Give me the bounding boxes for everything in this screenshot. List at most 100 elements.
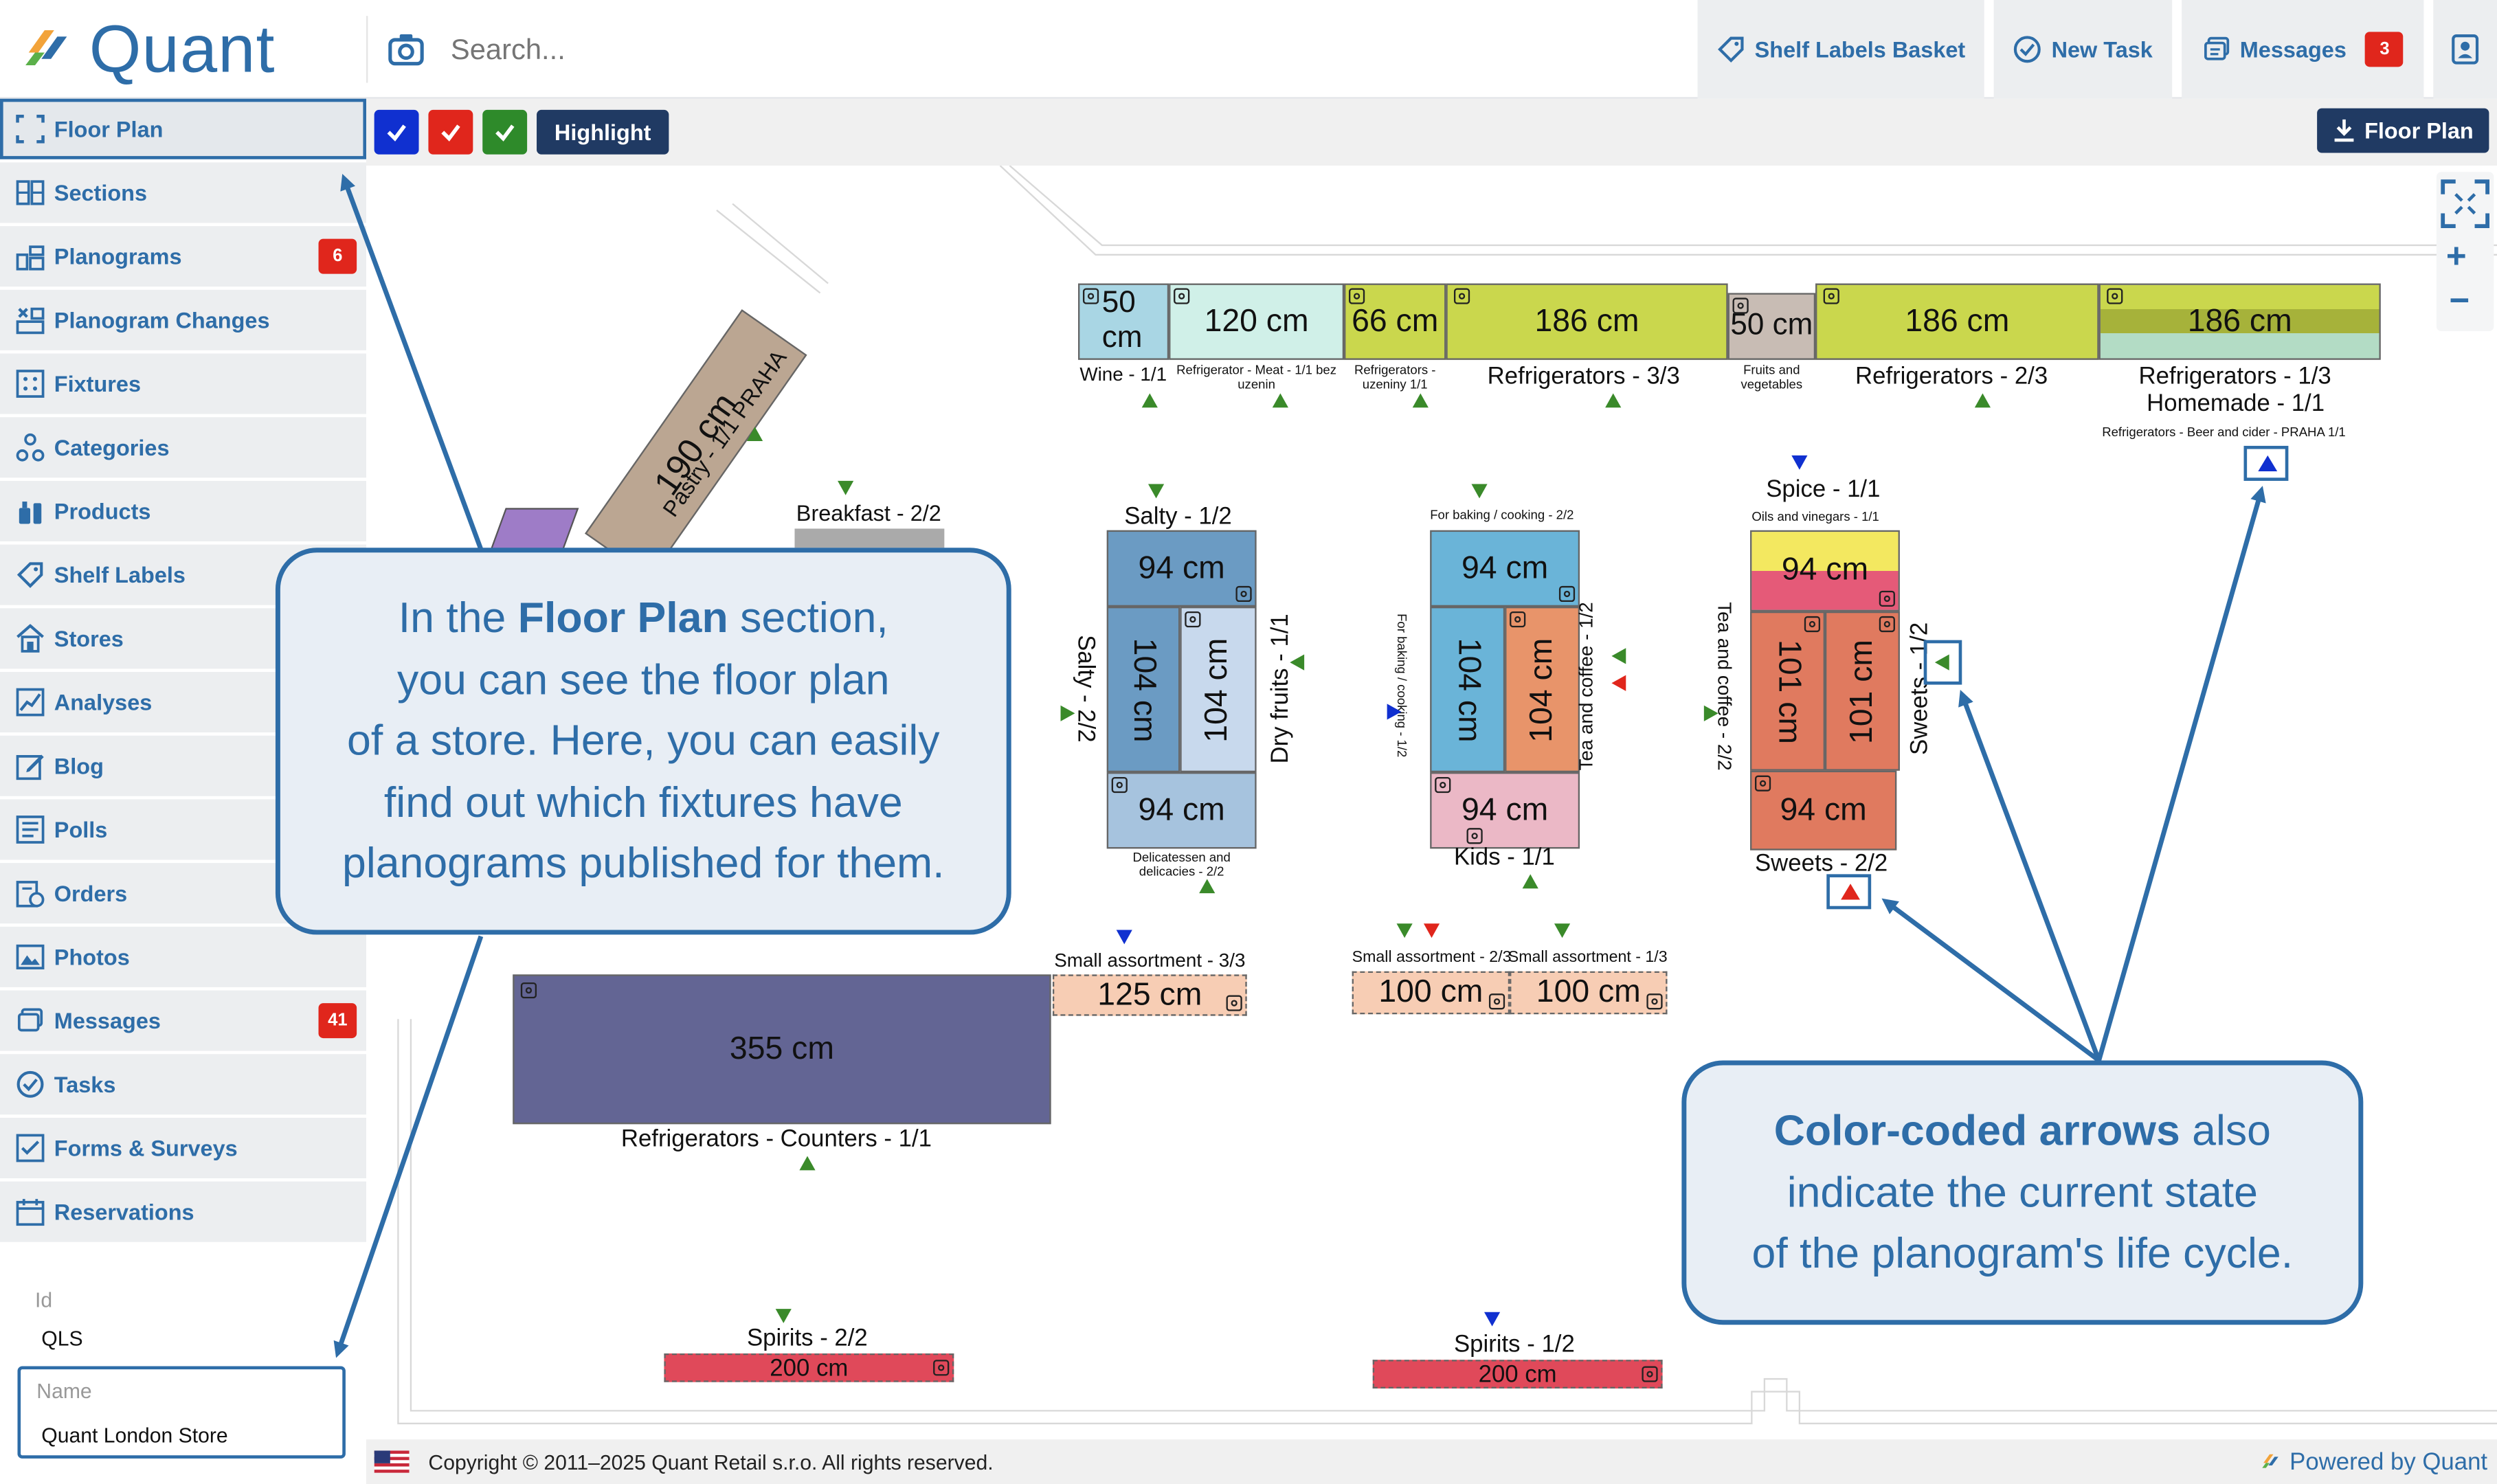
messages-button[interactable]: Messages 3 <box>2182 0 2424 99</box>
blue-status-checkbox[interactable] <box>374 109 419 155</box>
fixture-ref13[interactable]: 186 cm <box>2098 283 2381 360</box>
store-name-field[interactable]: Name Quant London Store <box>17 1366 346 1459</box>
orders-icon <box>16 879 45 908</box>
fixture-wine[interactable]: 50 cm <box>1078 283 1169 360</box>
quant-logo-icon <box>2261 1454 2278 1468</box>
sidebar-item-tasks[interactable]: Tasks <box>0 1054 367 1115</box>
shelf-labels-basket-button[interactable]: Shelf Labels Basket <box>1697 0 1984 99</box>
fixture-uzeniny[interactable]: 66 cm <box>1344 283 1446 360</box>
status-arrow-green[interactable] <box>1522 874 1538 889</box>
fixture-tea12[interactable]: 104 cm <box>1505 607 1580 773</box>
sidebar-item-sections[interactable]: Sections <box>0 162 367 223</box>
highlighted-arrow-box[interactable] <box>2243 445 2289 481</box>
fixture-ref33[interactable]: 186 cm <box>1446 283 1728 360</box>
status-arrow-green[interactable] <box>1611 648 1626 664</box>
zoom-in-button[interactable]: + <box>2445 236 2467 276</box>
fixture-kids[interactable]: 94 cm <box>1430 772 1580 849</box>
footer: Copyright © 2011–2025 Quant Retail s.r.o… <box>366 1439 2497 1484</box>
download-floor-plan-button[interactable]: Floor Plan <box>2317 108 2489 153</box>
highlighted-arrow-box[interactable] <box>1923 640 1962 685</box>
status-arrow-green[interactable] <box>1272 393 1288 408</box>
sidebar-item-photos[interactable]: Photos <box>0 926 367 987</box>
status-arrow-blue[interactable] <box>1484 1312 1501 1327</box>
status-arrow-green[interactable] <box>746 427 763 441</box>
fixture-baking12[interactable]: 104 cm <box>1430 607 1505 773</box>
green-status-checkbox[interactable] <box>482 109 528 155</box>
fixture-breakfast[interactable] <box>794 528 945 548</box>
red-status-checkbox[interactable] <box>428 109 473 155</box>
camera-scan-icon[interactable] <box>387 32 425 67</box>
fixture-dryfruits[interactable]: 104 cm <box>1180 607 1257 773</box>
status-arrow-green[interactable] <box>1147 484 1165 499</box>
status-arrow-green[interactable] <box>1605 393 1622 408</box>
status-arrow-green[interactable] <box>1974 393 1991 408</box>
fixture-small13-label: Small assortment - 1/3 <box>1508 949 1668 967</box>
us-flag-icon[interactable] <box>374 1450 410 1473</box>
status-arrow-green[interactable] <box>1412 393 1429 408</box>
status-arrow-green[interactable] <box>1290 654 1305 671</box>
status-arrow-green[interactable] <box>838 480 854 495</box>
status-arrow-green[interactable] <box>1060 705 1075 721</box>
new-task-button[interactable]: New Task <box>1993 0 2173 99</box>
status-arrow-green[interactable] <box>1554 923 1571 938</box>
callout-line: find out which fixtures have <box>383 778 903 826</box>
fixture-salty12[interactable]: 94 cm <box>1106 530 1257 607</box>
fixture-spice[interactable]: 94 cm <box>1750 530 1900 611</box>
fixture-kids-label: Kids - 1/1 <box>1453 844 1555 871</box>
fixture-sweets22[interactable]: 94 cm <box>1750 770 1897 851</box>
sidebar-item-categories[interactable]: Categories <box>0 417 367 478</box>
tag-icon <box>1717 36 1744 63</box>
fixture-ref23-label: Refrigerators - 2/3 <box>1855 363 2048 390</box>
fixture-sweets12[interactable]: 101 cm <box>1824 611 1900 771</box>
status-arrow-green[interactable] <box>1141 393 1158 408</box>
fixture-tea22[interactable]: 101 cm <box>1750 611 1825 771</box>
status-arrow-red[interactable] <box>1611 675 1626 691</box>
sidebar-item-floor-plan[interactable]: Floor Plan <box>0 98 367 159</box>
status-arrow-red[interactable] <box>1423 923 1440 938</box>
callout-line: you can see the floor plan <box>396 655 890 704</box>
fit-to-screen-icon[interactable] <box>2440 179 2491 229</box>
status-arrow-blue[interactable] <box>1791 455 1808 470</box>
search-input[interactable] <box>447 31 1251 68</box>
sidebar-item-planograms[interactable]: Planograms 6 <box>0 226 367 287</box>
sidebar-item-products[interactable]: Products <box>0 480 367 541</box>
status-arrow-green[interactable] <box>1396 923 1413 938</box>
powered-by-link[interactable]: Powered by Quant <box>2259 1448 2487 1475</box>
status-arrow-green[interactable] <box>1934 654 1949 671</box>
status-arrow-blue[interactable] <box>2258 455 2278 472</box>
fixture-baking22[interactable]: 94 cm <box>1430 530 1580 607</box>
status-arrow-green[interactable] <box>775 1309 792 1323</box>
sidebar-item-forms-surveys[interactable]: Forms & Surveys <box>0 1117 367 1179</box>
highlighted-arrow-box[interactable] <box>1826 874 1872 910</box>
fixture-meat[interactable]: 120 cm <box>1169 283 1345 360</box>
status-arrow-green[interactable] <box>1471 484 1488 499</box>
fixture-ref23[interactable]: 186 cm <box>1815 283 2099 360</box>
fixture-breakfast-label: Breakfast - 2/2 <box>796 499 941 526</box>
highlight-button[interactable]: Highlight <box>537 109 669 155</box>
status-arrow-blue[interactable] <box>1116 930 1132 945</box>
fixture-small33[interactable]: 125 cm <box>1052 974 1247 1016</box>
fixture-small23[interactable]: 100 cm <box>1352 971 1510 1015</box>
fixture-spirits22[interactable]: 200 cm <box>664 1353 954 1382</box>
sidebar-item-planogram-changes[interactable]: Planogram Changes <box>0 289 367 350</box>
fixture-salty12-label: Salty - 1/2 <box>1124 503 1232 530</box>
status-arrow-red[interactable] <box>1841 884 1860 900</box>
fixture-counters[interactable]: 355 cm <box>513 974 1051 1125</box>
fixture-spirits12[interactable]: 200 cm <box>1372 1360 1663 1389</box>
user-profile-button[interactable] <box>2433 0 2497 99</box>
status-arrow-green[interactable] <box>799 1156 816 1171</box>
status-arrow-blue[interactable] <box>1387 704 1402 720</box>
status-arrow-green[interactable] <box>1703 705 1718 721</box>
fixture-fruits[interactable]: 50 cm <box>1727 293 1816 360</box>
quant-logo[interactable]: Quant <box>19 11 314 86</box>
sidebar-item-messages[interactable]: Messages 41 <box>0 990 367 1051</box>
fixture-small13[interactable]: 100 cm <box>1510 971 1668 1015</box>
sidebar-item-fixtures[interactable]: Fixtures <box>0 353 367 414</box>
fixture-salty22[interactable]: 104 cm <box>1106 607 1180 773</box>
fixture-deli[interactable]: 94 cm <box>1106 772 1257 849</box>
zoom-out-button[interactable]: − <box>2449 280 2470 320</box>
sidebar-item-label: Sections <box>54 179 148 205</box>
sidebar-item-reservations[interactable]: Reservations <box>0 1181 367 1242</box>
status-arrow-green[interactable] <box>1199 879 1216 894</box>
floor-plan-toolbar: Highlight Floor Plan <box>366 98 2497 166</box>
